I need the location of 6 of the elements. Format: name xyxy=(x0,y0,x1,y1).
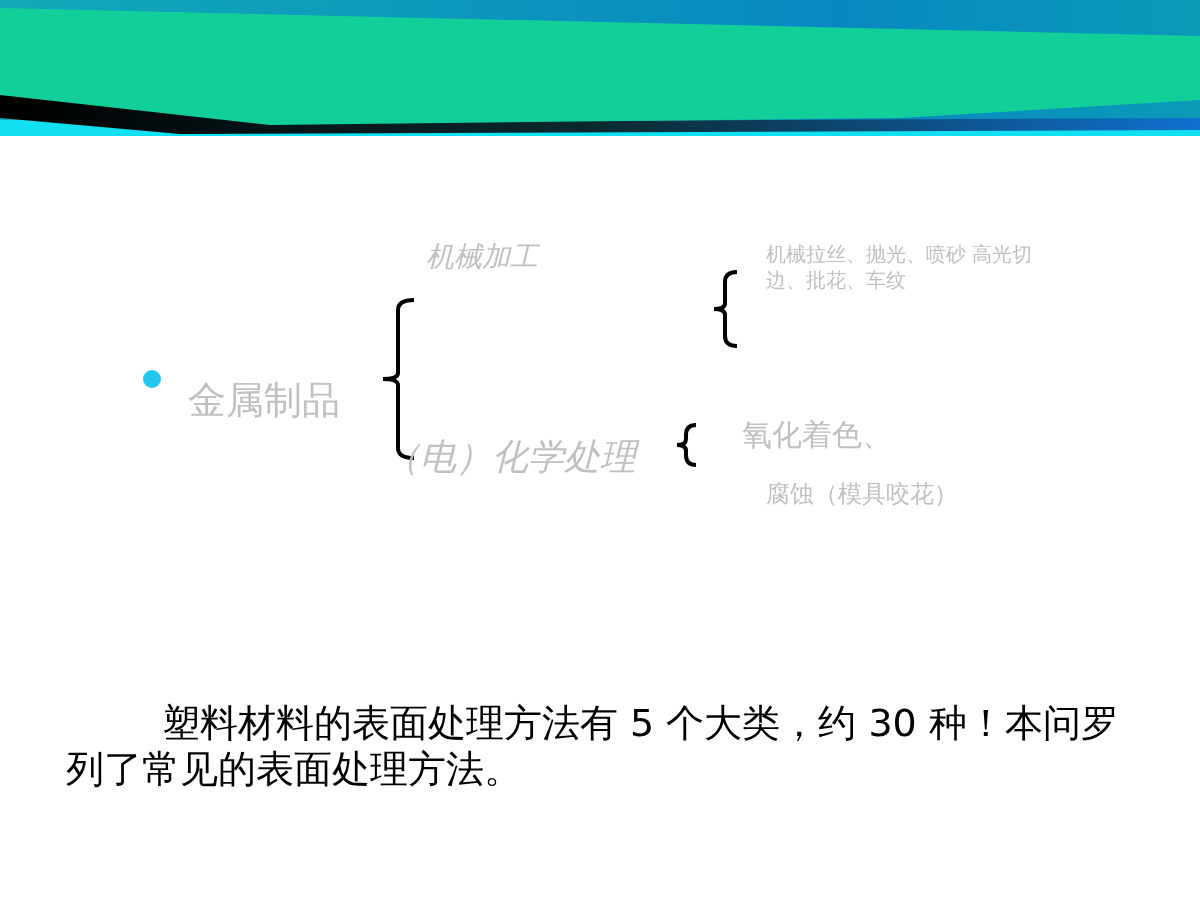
category-label: 机械加工 xyxy=(426,239,538,275)
topic-label: 金属制品 xyxy=(188,377,340,424)
method-list-text: 机械拉丝、抛光、喷砂 高光切边、批花、车纹 xyxy=(766,241,1034,293)
method-text: 腐蚀（模具咬花） xyxy=(766,479,958,510)
summary-paragraph: 塑料材料的表面处理方法有 5 个大类，约 30 种！本问罗列了常见的表面处理方法。 xyxy=(66,700,1120,792)
method-text: 氧化着色、 xyxy=(742,416,892,454)
